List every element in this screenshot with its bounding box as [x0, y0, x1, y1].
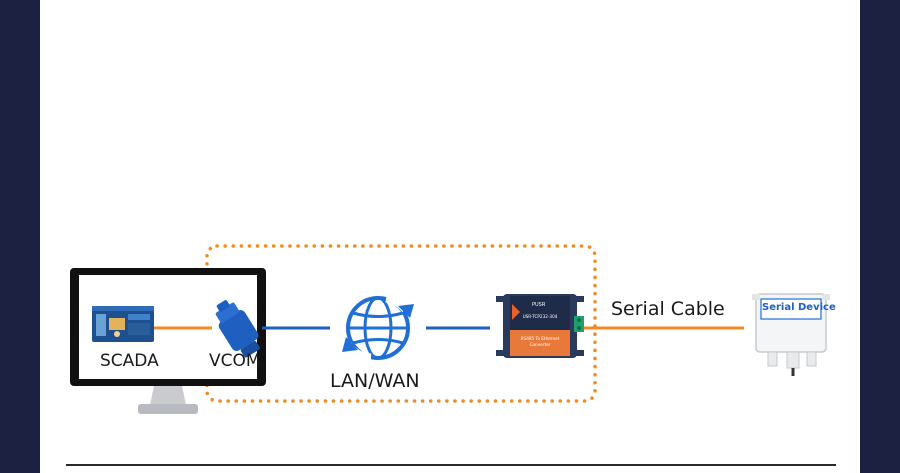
vcom-label: VCOM [209, 351, 261, 371]
serial-plug-icon [215, 300, 260, 358]
globe-icon [342, 295, 414, 361]
converter-model: USR-TCP232-304 [523, 314, 558, 319]
bottom-divider [66, 464, 836, 466]
converter-caption-1: RS485 To Ethernet [521, 336, 560, 341]
converter-brand: PUSR [532, 302, 546, 308]
sensor-device-icon [752, 293, 830, 376]
network-label: LAN/WAN [330, 370, 420, 392]
scada-label: SCADA [100, 351, 159, 371]
converter-device-icon: PUSR USR-TCP232-304 RS485 To Ethernet Co… [496, 294, 584, 358]
converter-caption-2: Converter [530, 342, 551, 347]
scada-screen-icon [92, 306, 154, 342]
serial-device-label: Serial Device [762, 302, 836, 313]
serial-cable-label: Serial Cable [611, 298, 725, 320]
